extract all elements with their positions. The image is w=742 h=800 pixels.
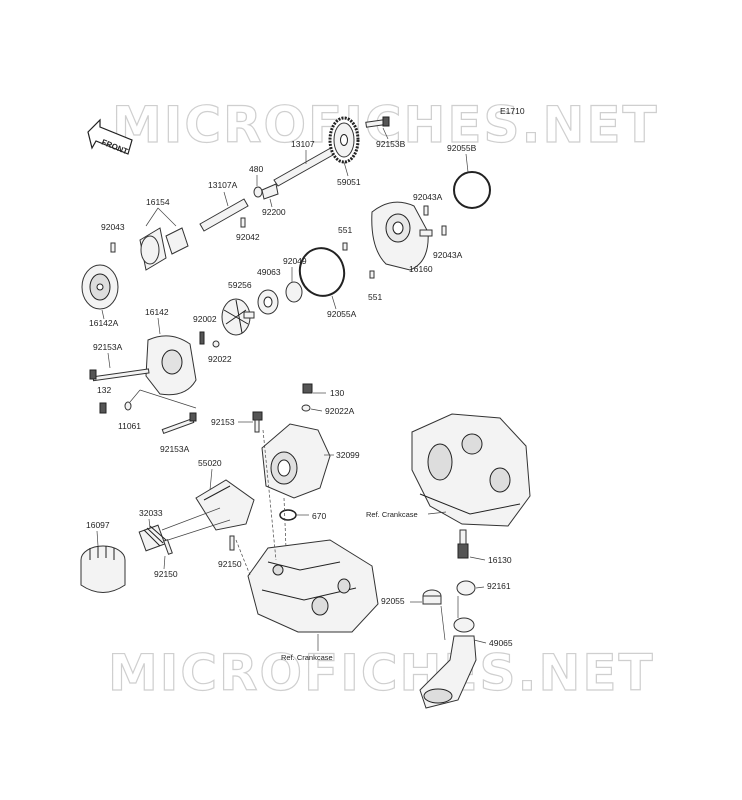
- label-551-upper: 551: [338, 225, 352, 235]
- label-92042: 92042: [236, 232, 260, 242]
- cover-16142: [145, 335, 197, 396]
- label-92022A: 92022A: [325, 406, 355, 416]
- label-92055A: 92055A: [327, 309, 357, 319]
- bolt-92150-left: [163, 539, 173, 555]
- label-49065: 49065: [489, 638, 513, 648]
- label-11061: 11061: [118, 421, 141, 431]
- watermark-bottom: MICROFICHES.NET: [108, 644, 655, 702]
- label-16142: 16142: [145, 307, 169, 317]
- label-16097: 16097: [86, 520, 110, 530]
- bolt-92153B: [365, 116, 390, 128]
- label-16154: 16154: [146, 197, 170, 207]
- label-16142A: 16142A: [89, 318, 119, 328]
- label-92153: 92153: [211, 417, 235, 427]
- housing-32099: [261, 423, 331, 499]
- label-132: 132: [97, 385, 111, 395]
- label-92153A-lower: 92153A: [160, 444, 190, 454]
- diagram-code: E1710: [500, 106, 525, 116]
- label-59051: 59051: [337, 177, 361, 187]
- label-16130: 16130: [488, 555, 512, 565]
- label-92049: 92049: [283, 256, 307, 266]
- shield-55020: [195, 479, 255, 531]
- label-32099: 32099: [336, 450, 360, 460]
- fitting-32033: [138, 524, 167, 552]
- label-480: 480: [249, 164, 263, 174]
- label-92150-left: 92150: [154, 569, 178, 579]
- seal-92049: [285, 281, 303, 303]
- pin-92043A-upper: [423, 205, 429, 216]
- label-92200: 92200: [262, 207, 286, 217]
- pin-92043A-lower: [441, 225, 447, 236]
- label-130: 130: [330, 388, 344, 398]
- label-32033: 32033: [139, 508, 163, 518]
- pin-92042: [240, 217, 246, 228]
- fitting-16130: [457, 529, 469, 559]
- o-ring-92055B: [453, 171, 491, 209]
- label-92043A-lower: 92043A: [433, 250, 463, 260]
- label-92043: 92043: [101, 222, 125, 232]
- label-ref-crankcase-lower: Ref. Crankcase: [281, 653, 333, 662]
- bolt-92153A-left: [89, 368, 150, 382]
- label-92150-right: 92150: [218, 559, 242, 569]
- label-92153A-left: 92153A: [93, 342, 123, 352]
- impeller-59256: [221, 298, 255, 336]
- cover-16142A: [81, 264, 119, 310]
- ring-92161: [456, 580, 476, 596]
- crankcase-lower: [247, 539, 379, 633]
- pin-92043: [110, 242, 116, 253]
- o-ring-670: [279, 509, 297, 521]
- label-92055B: 92055B: [447, 143, 477, 153]
- bolt-92002: [199, 331, 205, 345]
- label-551-lower: 551: [368, 292, 382, 302]
- pin-551-lower: [369, 270, 375, 279]
- label-49063: 49063: [257, 267, 281, 277]
- oil-filter-16097: [80, 545, 126, 593]
- o-ring-92055A: [298, 247, 346, 297]
- label-13107: 13107: [291, 139, 315, 149]
- gasket-11061: [124, 401, 132, 411]
- label-92161: 92161: [487, 581, 511, 591]
- strainer-49065: [419, 617, 477, 709]
- label-13107A: 13107A: [208, 180, 238, 190]
- washer-480: [253, 186, 263, 198]
- pin-551-upper: [342, 242, 348, 251]
- gear-59051: [328, 116, 360, 164]
- bolt-130: [302, 383, 313, 394]
- label-92055: 92055: [381, 596, 405, 606]
- washer-92022A: [301, 404, 311, 412]
- pump-body-16160: [371, 201, 433, 271]
- bolt-92150-right: [229, 535, 235, 551]
- washer-92022: [212, 340, 220, 348]
- bolt-132: [99, 402, 107, 414]
- plate-92200: [261, 183, 279, 200]
- label-92043A-upper: 92043A: [413, 192, 443, 202]
- bolt-92153A-lower: [161, 412, 197, 434]
- crankcase-upper: [411, 413, 531, 527]
- label-92002: 92002: [193, 314, 217, 324]
- label-59256: 59256: [228, 280, 252, 290]
- o-ring-92055: [422, 589, 442, 605]
- shaft-13107A: [199, 198, 249, 232]
- label-ref-crankcase-upper: Ref. Crankcase: [366, 510, 418, 519]
- rotor-16154: [139, 227, 189, 271]
- label-670: 670: [312, 511, 326, 521]
- bolt-92153: [252, 411, 263, 421]
- label-16160: 16160: [409, 264, 433, 274]
- label-92153B: 92153B: [376, 139, 406, 149]
- label-92022: 92022: [208, 354, 232, 364]
- label-55020: 55020: [198, 458, 222, 468]
